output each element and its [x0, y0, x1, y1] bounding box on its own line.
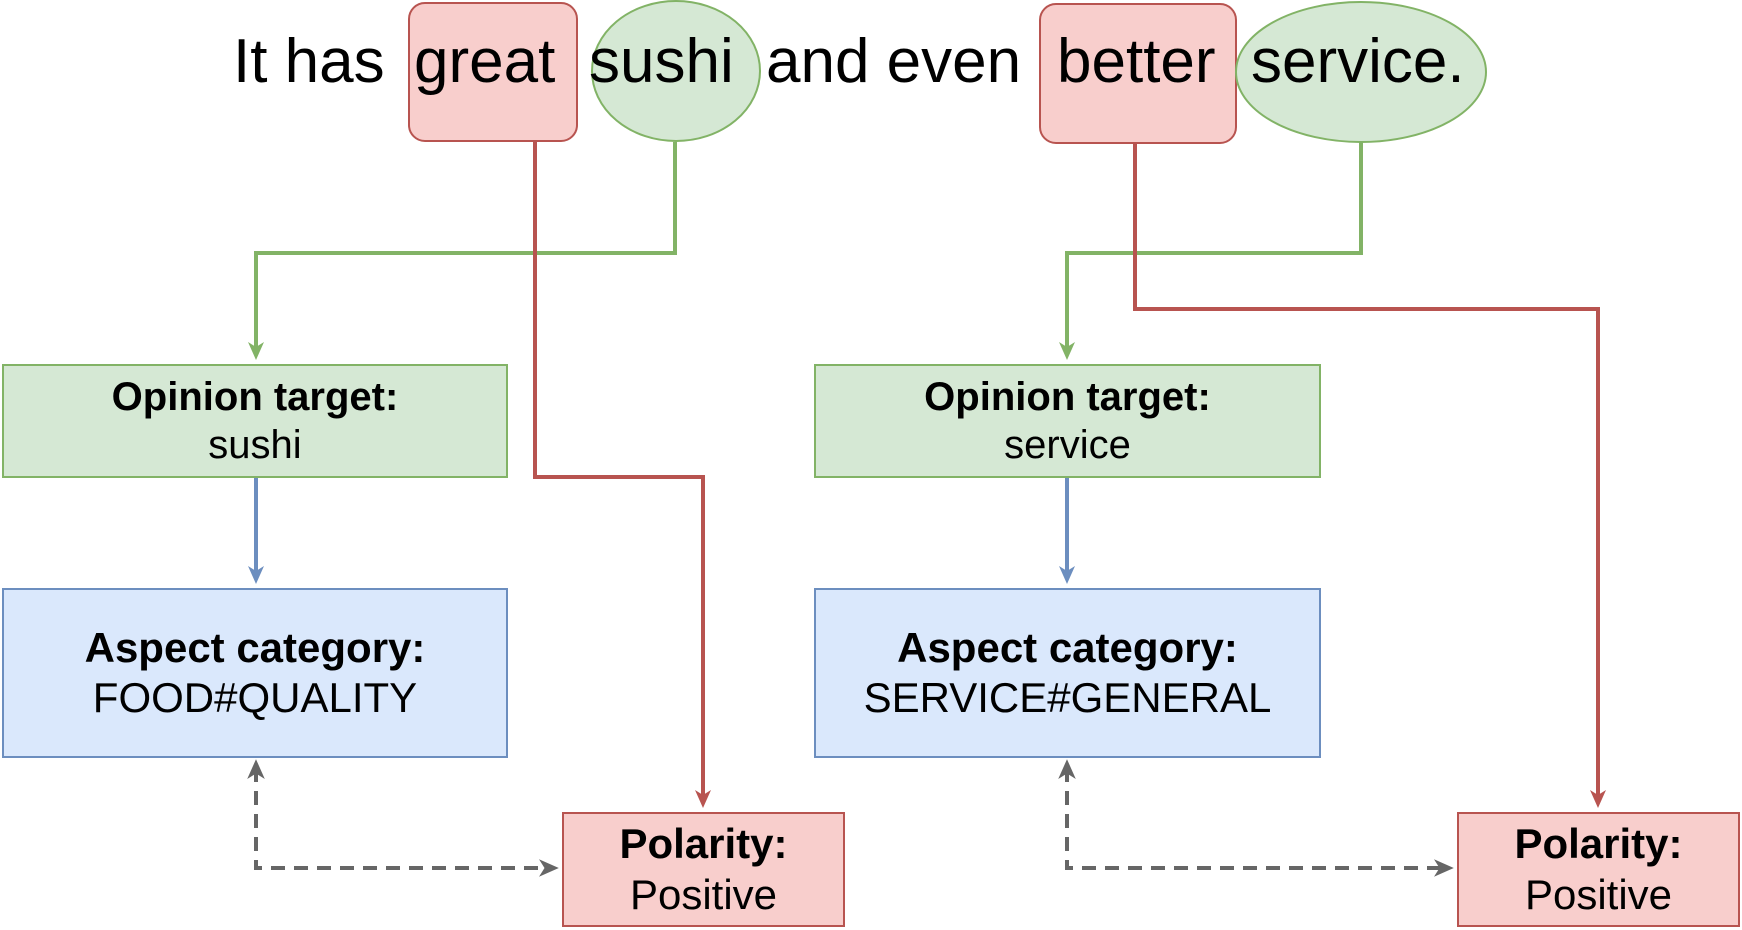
right-opinion-target-box: Opinion target: service: [814, 364, 1321, 478]
sentence-word-service: service.: [1251, 27, 1465, 96]
sentence-word-and-even: and even: [766, 27, 1022, 96]
sentence-word-sushi: sushi: [589, 27, 734, 96]
opinion-word-highlight-great: [408, 2, 578, 142]
right-polarity-heading: Polarity:: [1514, 820, 1683, 868]
right-aspect-category-heading: Aspect category:: [897, 623, 1238, 671]
left-aspect-category-heading: Aspect category:: [84, 623, 426, 671]
left-aspect-category-box: Aspect category: FOOD#QUALITY: [2, 588, 508, 758]
left-polarity-arrow: [533, 142, 711, 808]
right-opinion-target-value: service: [1004, 423, 1131, 467]
left-aspect-category-value: FOOD#QUALITY: [92, 674, 418, 721]
right-aspect-polarity-link: [1058, 759, 1454, 877]
right-polarity-box: Polarity: Positive: [1457, 812, 1740, 927]
left-polarity-box: Polarity: Positive: [562, 812, 845, 927]
right-aspect-category-value: SERVICE#GENERAL: [863, 674, 1272, 721]
left-polarity-value: Positive: [629, 870, 778, 918]
right-target-arrow: [1059, 142, 1363, 360]
target-word-highlight-sushi: [591, 0, 761, 142]
sentence-word-great: great: [414, 27, 556, 96]
sentence-word-it-has: It has: [233, 27, 385, 96]
left-opinion-target-heading: Opinion target:: [111, 375, 399, 419]
left-polarity-heading: Polarity:: [619, 820, 788, 868]
left-target-arrow: [248, 142, 677, 360]
right-opinion-target-heading: Opinion target:: [924, 375, 1211, 419]
left-aspect-polarity-link: [247, 759, 559, 877]
left-opinion-target-value: sushi: [208, 423, 302, 467]
right-polarity-arrow: [1133, 143, 1606, 808]
sentence-word-better: better: [1057, 27, 1216, 96]
right-aspect-category-box: Aspect category: SERVICE#GENERAL: [814, 588, 1321, 758]
right-polarity-value: Positive: [1524, 870, 1673, 918]
left-opinion-target-box: Opinion target: sushi: [2, 364, 508, 478]
